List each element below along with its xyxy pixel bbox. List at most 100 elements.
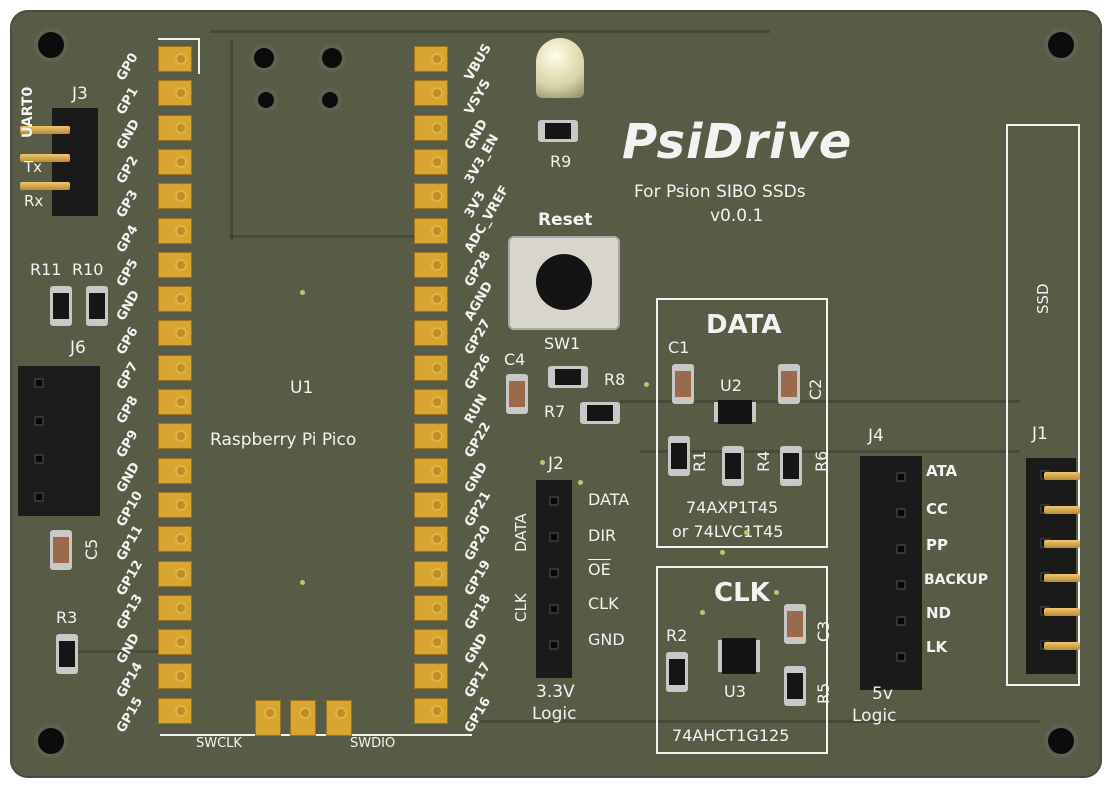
pico-name: Raspberry Pi Pico	[210, 430, 357, 450]
pico-left-pin-label: GND	[114, 116, 144, 153]
pico-right-pin-label: GP17	[462, 660, 495, 701]
j4-ref: J4	[868, 426, 884, 446]
board-title: PsiDrive	[622, 114, 853, 170]
via	[578, 480, 583, 485]
pico-hole	[322, 48, 342, 68]
pico-ref: U1	[290, 378, 314, 398]
j1-gold-pin	[1044, 540, 1080, 548]
j1-header	[1026, 458, 1076, 674]
pico-left-pin-label: GP9	[114, 427, 142, 461]
led	[536, 38, 584, 98]
pico-left-pin-label: GND	[114, 288, 144, 324]
j4-label-2: PP	[926, 536, 948, 554]
ssd-outline	[1006, 124, 1080, 686]
pico-right-pin-label: ADC_VREF	[462, 182, 513, 255]
j4-header	[860, 456, 922, 690]
pico-left-pin-label: GP11	[114, 523, 147, 564]
r9-resistor	[538, 120, 578, 142]
j6-pin	[34, 454, 44, 464]
pico-right-pin-label: VSYS	[462, 77, 495, 118]
reset-switch[interactable]	[508, 236, 620, 330]
reset-label: Reset	[538, 210, 593, 230]
j3-uart-label: UART0	[20, 86, 36, 138]
pico-right-pad	[414, 389, 448, 415]
pico-left-pad	[158, 148, 192, 175]
pico-left-pin-label: GP7	[114, 359, 142, 393]
j6-ref: J6	[70, 338, 86, 358]
pico-right-pad	[414, 560, 448, 587]
swdio-pad	[326, 700, 352, 736]
pico-right-pin-label: GP20	[462, 523, 495, 564]
j2-pin	[549, 496, 559, 506]
r1-resistor	[668, 436, 690, 476]
trace	[230, 40, 233, 240]
data-block	[656, 298, 828, 548]
pico-left-pad	[158, 560, 192, 587]
j1-gold-pin	[1044, 574, 1080, 582]
pico-left-pin-label: GP0	[114, 50, 142, 84]
pico-right-pad	[414, 629, 448, 656]
trace	[480, 720, 1040, 723]
pico-left-pad	[158, 457, 192, 484]
pico-left-pad	[158, 629, 192, 656]
pico-right-pad	[414, 491, 448, 518]
j4-pin	[896, 544, 906, 554]
j3-pin	[20, 182, 70, 190]
pico-outline-bottom	[160, 734, 472, 736]
u3-ref: U3	[724, 682, 746, 701]
pico-left-pin-label: GP10	[114, 488, 147, 530]
r2-resistor	[666, 652, 688, 692]
pico-left-pin-label: GP2	[114, 153, 142, 187]
pico-right-pin-label: RUN	[462, 391, 491, 427]
j3-pin	[20, 126, 70, 134]
j2-pin	[549, 604, 559, 614]
pico-left-pad	[158, 183, 192, 210]
j6-pin	[34, 492, 44, 502]
c1-capacitor	[672, 364, 694, 404]
r11-resistor	[50, 286, 72, 326]
j3-pin	[20, 154, 70, 162]
pico-left-pad	[158, 251, 192, 278]
pico-left-pin-label: GP3	[114, 187, 142, 221]
j3-ref: J3	[72, 84, 88, 104]
j4-pin	[896, 652, 906, 662]
j4-pin	[896, 580, 906, 590]
pico-right-pad	[414, 697, 448, 724]
c5-ref: C5	[82, 538, 101, 560]
j1-gold-pin	[1044, 506, 1080, 514]
clk-block-title: CLK	[714, 578, 770, 608]
reset-button[interactable]	[536, 254, 592, 310]
pico-left-pad	[158, 389, 192, 415]
r7-resistor	[580, 402, 620, 424]
r9-ref: R9	[550, 152, 572, 171]
sw1-ref: SW1	[544, 334, 581, 353]
u2-ref: U2	[720, 376, 742, 395]
swclk-pad	[255, 700, 281, 736]
mounting-hole-tl	[38, 32, 64, 58]
pico-right-pad	[414, 354, 448, 381]
c2-ref: C2	[806, 378, 825, 400]
r2-ref: R2	[666, 626, 688, 645]
pico-right-pad	[414, 80, 448, 107]
pico-left-pin-label: GP15	[114, 694, 147, 736]
pico-left-pin-label: GP4	[114, 222, 142, 255]
pico-left-pad	[158, 320, 192, 347]
j2-logic-voltage: 3.3V	[536, 682, 575, 702]
pico-right-pin-label: GND	[462, 459, 492, 496]
j2-bracket-data: DATA	[512, 513, 530, 552]
pico-right-pad	[414, 46, 448, 72]
pico-left-pad	[158, 354, 192, 381]
j2-pin	[549, 532, 559, 542]
pico-left-pad	[158, 80, 192, 107]
j1-gold-pin	[1044, 608, 1080, 616]
pico-right-pad	[414, 251, 448, 278]
board-subtitle: For Psion SIBO SSDs	[634, 182, 806, 202]
mounting-hole-br	[1048, 728, 1074, 754]
c3-capacitor	[784, 604, 806, 644]
j4-label-1: CC	[926, 500, 949, 518]
j4-label-4: ND	[926, 604, 952, 622]
via	[720, 550, 725, 555]
u2-chip	[718, 400, 752, 424]
c4-capacitor	[506, 374, 528, 414]
pico-left-pin-label: GP1	[114, 84, 142, 118]
